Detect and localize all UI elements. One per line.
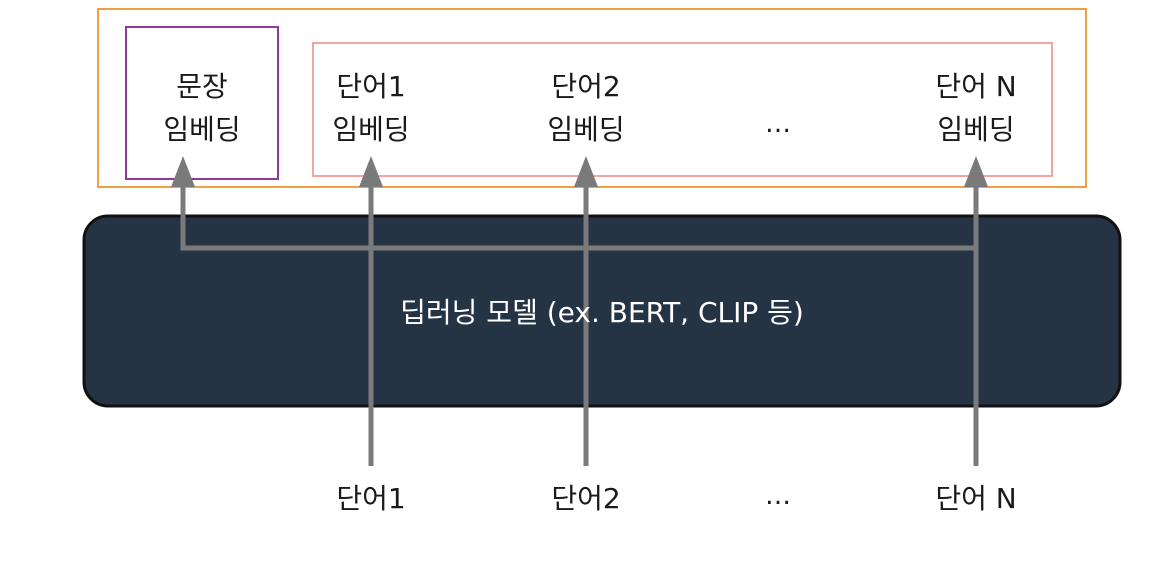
input-word2: 단어2	[551, 482, 620, 515]
sentence-embedding-label-line1: 문장	[176, 70, 228, 103]
deep-learning-model-label: 딥러닝 모델 (ex. BERT, CLIP 등)	[400, 296, 804, 329]
sentence-arrow-head	[171, 156, 195, 187]
embedding-ellipsis: …	[765, 109, 791, 139]
word2-arrow-head	[574, 156, 598, 187]
connector-lines	[180, 184, 979, 466]
word2-embedding-label-line1: 단어2	[551, 70, 620, 103]
wordN-arrow-head	[964, 156, 988, 187]
wordN-embedding-label-line2: 임베딩	[937, 113, 1014, 146]
arrow-heads	[171, 156, 988, 187]
sentence-pooling-line	[180, 184, 976, 251]
deep-learning-model-block	[82, 214, 1122, 408]
word1-embedding-label-line2: 임베딩	[332, 113, 409, 146]
word1-embedding-label-line1: 단어1	[336, 70, 405, 103]
word1-arrow-head	[359, 156, 383, 187]
input-word1: 단어1	[336, 482, 405, 515]
sentence-embedding-box	[125, 26, 279, 180]
word2-embedding-label-line2: 임베딩	[547, 113, 624, 146]
input-ellipsis: …	[765, 481, 791, 511]
wordN-embedding-label-line1: 단어 N	[935, 70, 1016, 103]
word-embeddings-group-box	[312, 42, 1053, 177]
sentence-embedding-label-line2: 임베딩	[163, 113, 240, 146]
input-wordN: 단어 N	[935, 482, 1016, 515]
